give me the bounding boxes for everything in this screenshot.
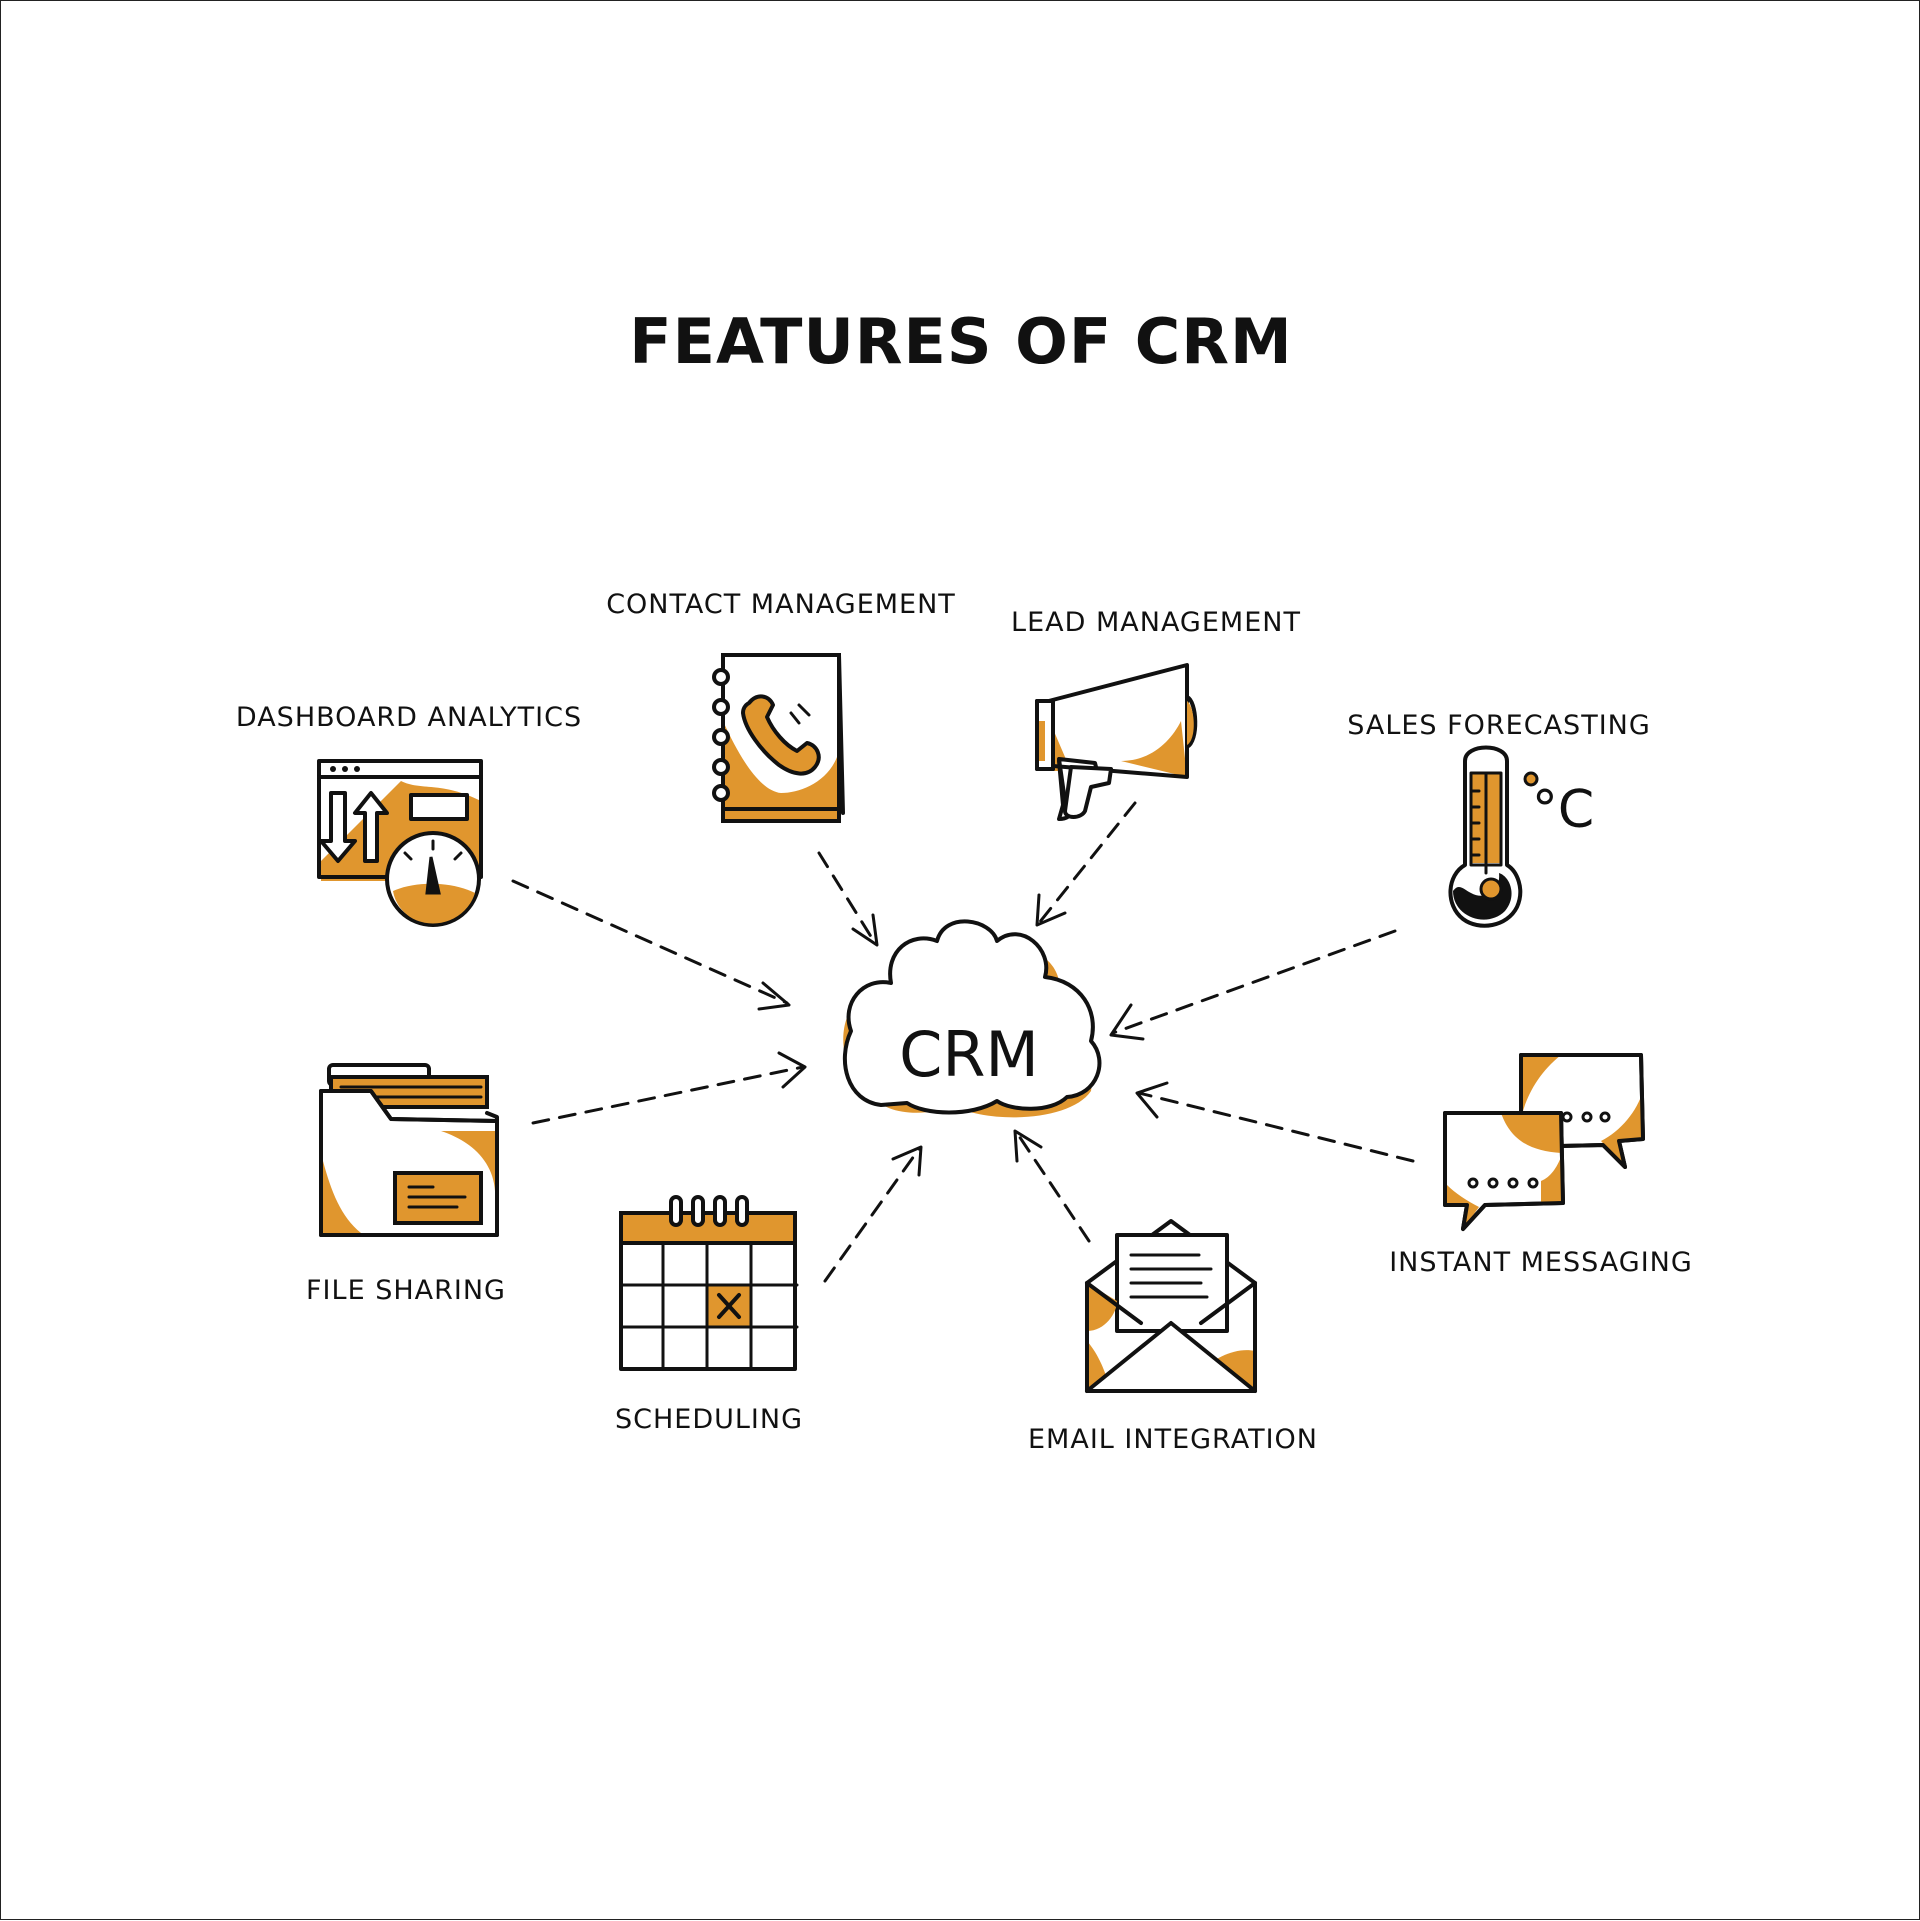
thermometer-unit: °C: [1532, 780, 1594, 840]
arrow-lead-management: [1035, 801, 1137, 927]
folder-icon: [319, 1063, 499, 1237]
label-scheduling: SCHEDULING: [615, 1404, 803, 1435]
label-instant-messaging: INSTANT MESSAGING: [1389, 1247, 1693, 1278]
dashboard-gauge-icon: [317, 759, 483, 927]
crm-hub-cloud: CRM: [842, 919, 1102, 1118]
arrow-instant-messaging: [1135, 1081, 1415, 1163]
arrow-dashboard-analytics: [511, 879, 791, 1011]
label-contact-management: CONTACT MANAGEMENT: [606, 589, 956, 620]
chat-bubbles-icon: [1443, 1053, 1645, 1231]
label-file-sharing: FILE SHARING: [306, 1275, 506, 1306]
megaphone-icon: [1035, 663, 1198, 821]
label-dashboard-analytics: DASHBOARD ANALYTICS: [236, 702, 582, 733]
arrow-email-integration: [1013, 1129, 1091, 1243]
thermometer-icon: °C: [1448, 745, 1594, 928]
arrow-scheduling: [823, 1145, 923, 1283]
envelope-icon: [1085, 1219, 1257, 1393]
phone-book-icon: [712, 653, 845, 823]
label-lead-management: LEAD MANAGEMENT: [1011, 607, 1301, 638]
calendar-icon: [619, 1195, 799, 1371]
hub-label: CRM: [899, 1018, 1039, 1091]
label-sales-forecasting: SALES FORECASTING: [1347, 710, 1651, 741]
diagram-title: FEATURES OF CRM: [629, 305, 1292, 378]
arrow-sales-forecasting: [1109, 929, 1397, 1041]
label-email-integration: EMAIL INTEGRATION: [1028, 1424, 1318, 1455]
arrow-contact-management: [817, 851, 879, 947]
arrow-file-sharing: [531, 1051, 807, 1125]
